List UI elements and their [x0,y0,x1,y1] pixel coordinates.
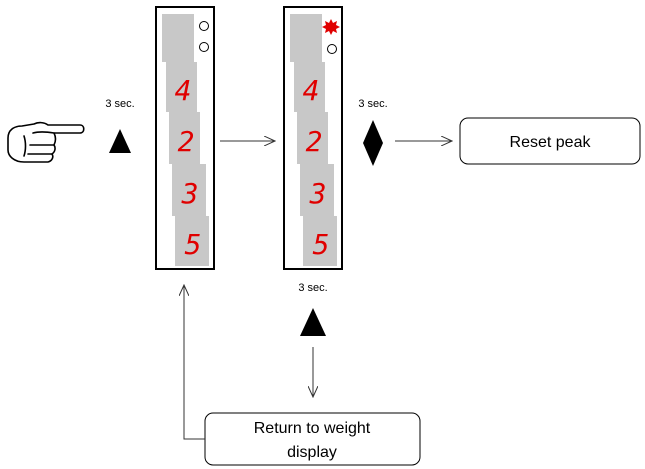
segment-block [303,216,337,266]
hold-label-left: 3 sec. [105,98,134,110]
segment-block [175,216,209,266]
reset-peak-box [459,117,641,165]
segment-block [172,164,206,216]
up-button-icon[interactable] [300,308,326,336]
segment-block [166,62,197,112]
return-label-line2: display [287,444,337,461]
segment-block [290,14,322,62]
segment-block [169,112,200,164]
digit-4: 5 [185,228,202,261]
indicator-lamp-icon [199,42,209,52]
pointing-hand-icon [7,121,85,163]
segment-block [300,164,334,216]
digit-3: 3 [181,177,199,210]
display-panel-left: 4 2 3 5 [155,6,215,270]
digit-3: 3 [309,177,327,210]
indicator-lamp-icon [327,44,337,54]
starburst-lamp-icon [322,19,340,35]
digit-1: 4 [303,74,320,107]
segment-block [162,14,194,62]
segment-block [297,112,328,164]
digit-4: 5 [313,228,330,261]
reset-peak-label: Reset peak [510,134,592,151]
digit-1: 4 [175,74,192,107]
up-button-icon[interactable] [109,129,131,153]
digit-2: 2 [306,125,323,158]
return-flow-arrow [184,285,205,440]
digit-2: 2 [178,125,195,158]
segment-block [294,62,325,112]
hold-label-right: 3 sec. [358,98,387,110]
indicator-lamp-icon [199,21,209,31]
hold-label-bottom: 3 sec. [298,282,327,294]
display-panel-right: 4 2 3 5 [283,6,343,270]
diamond-icon[interactable] [363,120,383,166]
return-label-line1: Return to weight [254,420,371,437]
